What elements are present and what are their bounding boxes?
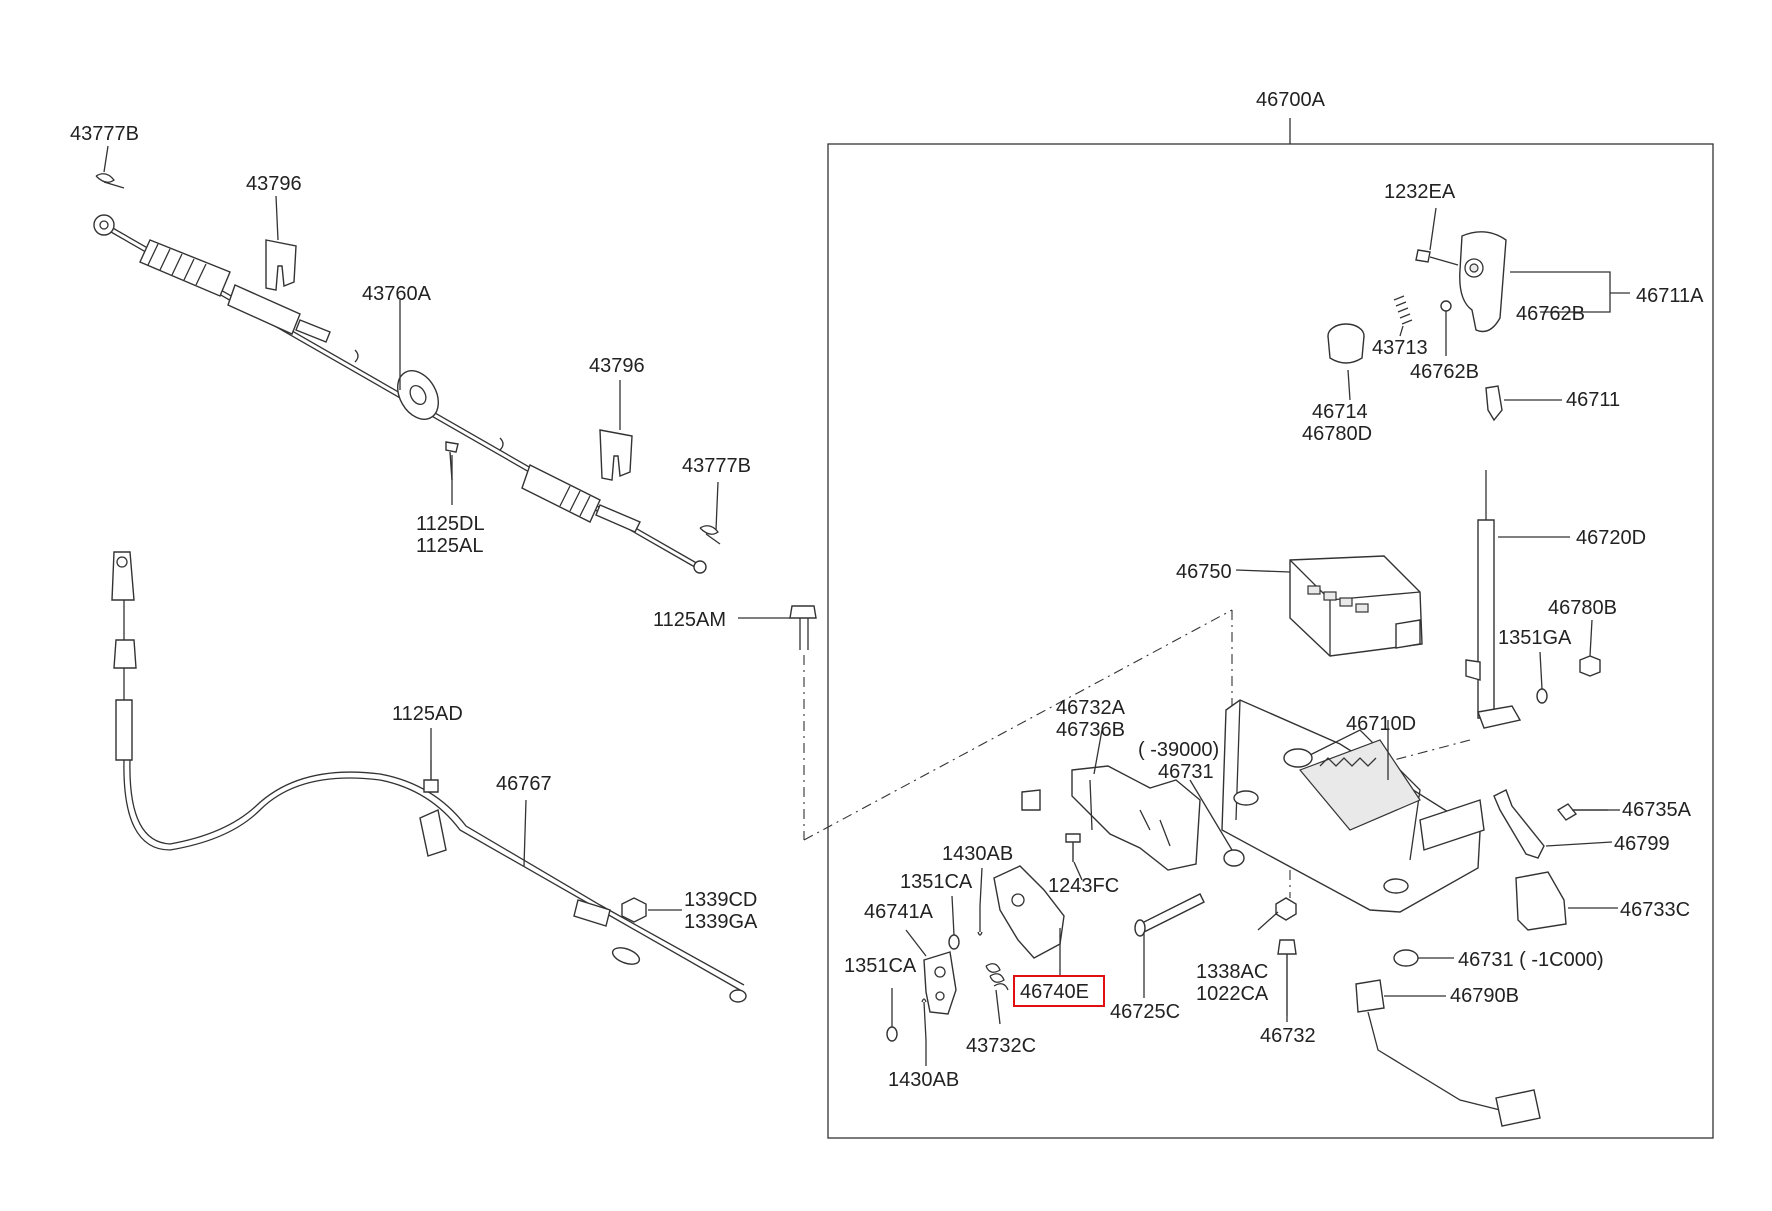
indicator-46750 [1289,555,1423,657]
nut-46780b [1579,655,1601,677]
label-1430ab-a: 1430AB [942,843,1013,865]
switch-46790b [1355,979,1541,1127]
label-46735a: 46735A [1622,799,1692,821]
label-43796-top: 43796 [246,173,302,195]
label-1430ab-b: 1430AB [888,1069,959,1091]
nut-1338ac [1275,897,1297,921]
washer-1351ga [1536,688,1548,704]
spacer-46731-b [1393,949,1419,967]
knob-46711a [1459,231,1507,333]
label-43796-mid: 43796 [589,355,645,377]
label-46762b-a: 46762B [1516,303,1585,325]
label-1339cd: 1339CD [684,889,757,911]
highlight-46740e [1013,975,1105,1007]
label-43777b-mid: 43777B [682,455,751,477]
label-46750: 46750 [1176,561,1232,583]
label-46799: 46799 [1614,833,1670,855]
pin-46762b [1440,300,1452,312]
label-46731-b: 46731 ( -1C000) [1458,949,1604,971]
label-46736b: 46736B [1056,719,1125,741]
label-46790b: 46790B [1450,985,1519,1007]
bolt-46732 [1277,939,1297,1016]
label-46711a: 46711A [1636,285,1704,307]
bracket-43796-top [265,239,297,291]
plate-46732a [1021,765,1201,871]
label-1125al: 1125AL [416,535,483,557]
label-46767: 46767 [496,773,552,795]
label-46700a: 46700A [1256,89,1326,111]
spring-43713 [1393,295,1413,325]
clip-43777b-top [95,173,125,189]
screw-1232ea [1415,249,1459,266]
label-46740e: 46740E [1020,981,1089,1003]
cotter-1430ab-b [921,998,927,1041]
lever-46720d [1465,470,1522,729]
label-43760a: 43760A [362,283,432,305]
cotter-1430ab-a [977,906,983,936]
spacer-46731-a [1223,849,1245,867]
label-1022ca: 1022CA [1196,983,1269,1005]
label-1243fc: 1243FC [1048,875,1119,897]
label-1351ga: 1351GA [1498,627,1572,649]
assembly-frame-46700a [827,143,1714,1139]
label-1351ca-a: 1351CA [900,871,973,893]
clip-43777b-mid [699,525,721,545]
pin-46711 [1485,385,1503,422]
pin-46725c [1134,893,1205,990]
bracket-43796-mid [599,429,633,481]
label-46714: 46714 [1312,401,1368,423]
lever-46741a [923,951,957,1015]
label-43777b-top: 43777B [70,123,139,145]
bolt-46735a [1556,803,1608,821]
button-46714 [1327,323,1365,364]
spring-46799 [1493,789,1545,859]
spring-43732c [985,963,1009,991]
label-43713: 43713 [1372,337,1428,359]
bolt-1125ad [423,760,439,793]
label-46711: 46711 [1566,389,1620,411]
label-1125ad: 1125AD [392,703,463,725]
label-1125dl: 1125DL [416,513,485,535]
label-1339ga: 1339GA [684,911,758,933]
screw-1243fc [1065,833,1081,862]
shift-cable-43760a [93,214,707,574]
label-46731-a: 46731 [1158,761,1214,783]
label-1351ca-b: 1351CA [844,955,917,977]
bolt-1125am [738,605,817,650]
washer-1351ca-b [886,1026,898,1042]
label-1232ea: 1232EA [1384,181,1456,203]
label-39000: ( -39000) [1138,739,1219,761]
label-46741a: 46741A [864,901,934,923]
label-46710d: 46710D [1346,713,1416,735]
select-cable-46767 [111,551,747,1003]
label-46762b-b: 46762B [1410,361,1479,383]
label-46780d: 46780D [1302,423,1372,445]
cover-46733c [1515,871,1567,931]
label-46733c: 46733C [1620,899,1690,921]
label-46732a: 46732A [1056,697,1126,719]
label-46732: 46732 [1260,1025,1316,1047]
nut-1339cd [621,897,647,923]
washer-1351ca-a [948,934,960,950]
label-1338ac: 1338AC [1196,961,1268,983]
base-46710d [1221,699,1485,913]
label-43732c: 43732C [966,1035,1036,1057]
label-46725c: 46725C [1110,1001,1180,1023]
label-46780b: 46780B [1548,597,1617,619]
label-46720d: 46720D [1576,527,1646,549]
label-1125am: 1125AM [653,609,726,631]
